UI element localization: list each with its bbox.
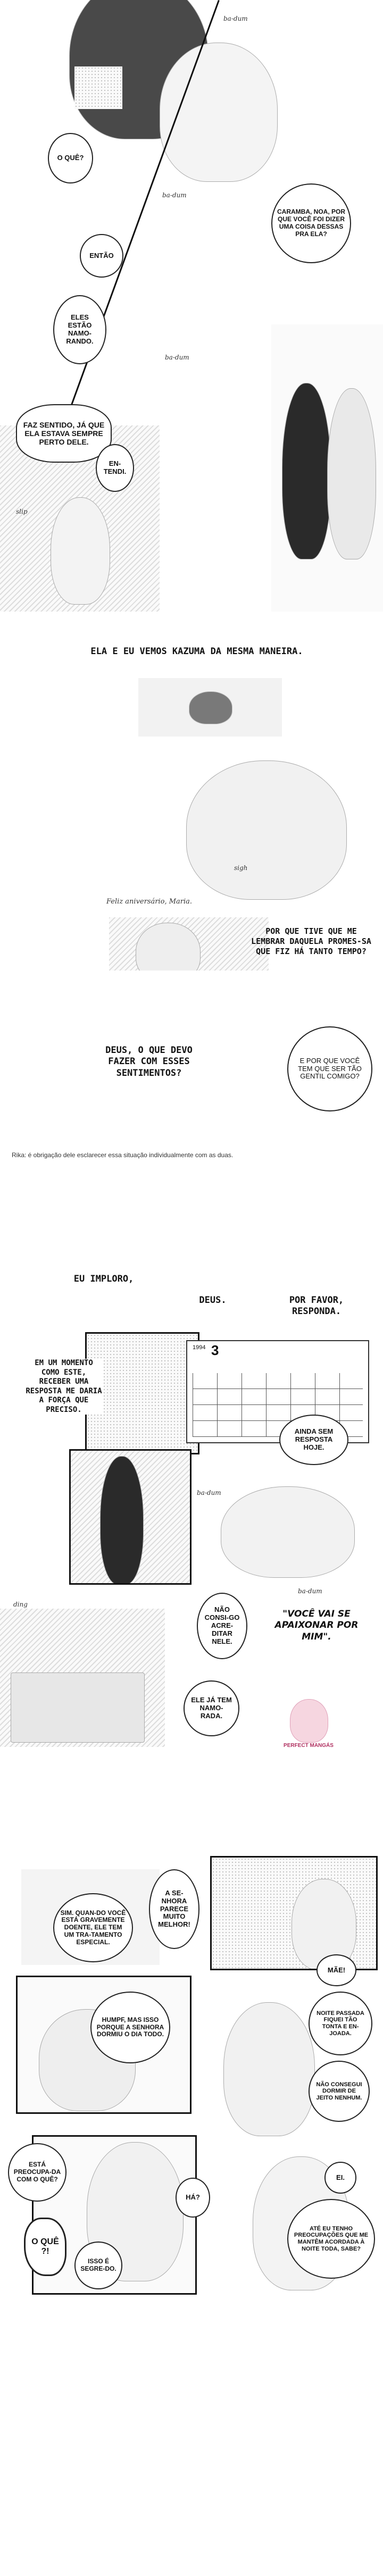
girl-profile [186,760,347,900]
manga-page-4: SIM. QUAN-DO VOCÊ ESTÁ GRAVEMENTE DOENTE… [0,1848,383,2576]
panel-mailbox [85,1332,199,1454]
sfx-badum-1: ba-dum [223,15,248,22]
speech-bubble-faz-sentido: FAZ SENTIDO, JÁ QUE ELA ESTAVA SEMPRE PE… [16,404,112,463]
speech-bubble-mae: MÃE! [317,1954,356,1986]
panel-house [0,1609,165,1747]
panel-sparkle [74,66,122,109]
speech-bubble-ainda-sem-resposta: AINDA SEM RESPOSTA HOJE. [279,1415,348,1465]
mother-figure [223,2002,315,2136]
panel-window-scene [210,1856,378,1970]
speech-bubble-nao-consigo: NÃO CONSI-GO ACRE-DITAR NELE. [197,1593,247,1659]
girl-head [136,923,201,971]
speech-bubble-o-que: O QUÊ ?! [24,2218,66,2276]
speech-bubble-esta-preocupada: ESTÁ PREOCUPA-DA COM O QUÊ? [8,2143,66,2202]
speech-bubble-eles-namorando: ELES ESTÃO NAMO-RANDO. [53,295,106,364]
sfx-badum-3: ba-dum [165,354,189,361]
translator-note: Rika: é obrigação dele esclarecer essa s… [12,1151,234,1159]
sfx-slip: slip [16,508,28,515]
panel-closeup-face [32,0,372,372]
panel-boy-standing [69,1449,192,1585]
watermark-text: PERFECT MANGÁS [284,1743,334,1749]
panel-girl-looking-down [109,917,269,971]
manga-page-1: ba-dum ba-dum ba-dum O QUÊ? ENTÃO ELES E… [0,0,383,612]
girl-at-window [292,1879,356,1969]
caption-voce-vai-se-apaixonar: "VOCÊ VAI SE APAIXONAR POR MIM". [274,1609,359,1642]
girl-dark-hair [282,383,331,559]
caption-deus: DEUS. [199,1295,227,1306]
girl-light-hair [327,388,376,559]
panel-mother [202,1981,378,2140]
sfx-sigh: sigh [234,864,248,872]
sign-feliz-aniversario: Feliz aniversário, Maria. [106,898,193,906]
caption-em-um-momento: EM UM MOMENTO COMO ESTE, RECEBER UMA RES… [24,1359,104,1415]
panel-girl-sigh [122,739,383,923]
manga-page-2: ELA E EU VEMOS KAZUMA DA MESMA MANEIRA. … [0,628,383,1205]
manga-page-3: EU IMPLORO, DEUS. POR FAVOR, RESPONDA. E… [0,1220,383,1832]
house-building [11,1672,145,1743]
speech-bubble-ha: HÁ? [176,2178,210,2218]
speech-bubble-caramba: CARAMBA, NOA, POR QUE VOCÊ FOI DIZER UMA… [271,183,351,263]
sfx-badum-2: ba-dum [298,1587,322,1595]
caption-eu-imploro: EU IMPLORO, [73,1274,134,1284]
panel-two-girls [271,324,383,612]
speech-bubble-entao: ENTÃO [80,234,123,278]
watermark-logo [290,1699,328,1743]
character-face [160,43,278,182]
sfx-ding: ding [13,1601,28,1608]
speech-bubble-e-por-que: E POR QUE VOCÊ TEM QUE SER TÃO GENTIL CO… [287,1026,372,1111]
speech-bubble-nao-consegui: NÃO CONSEGUI DORMIR DE JEITO NENHUM. [309,2061,370,2122]
page-gap-1 [0,612,383,628]
speech-bubble-a-senhora: A SE-NHORA PARECE MUITO MELHOR! [149,1869,199,1949]
speech-bubble-humpf: HUMPF, MAS ISSO PORQUE A SENHORA DORMIU … [90,1992,170,2063]
caption-ela-e-eu: ELA E EU VEMOS KAZUMA DA MESMA MANEIRA. [90,646,303,657]
boy-figure [100,1456,144,1583]
sfx-badum-1: ba-dum [197,1489,221,1496]
sfx-badum-2: ba-dum [162,191,187,199]
caption-por-que-tive: POR QUE TIVE QUE ME LEMBRAR DAQUELA PROM… [251,926,371,956]
speech-bubble-isso-e-segredo: ISSO É SEGRE-DO. [74,2242,122,2289]
speech-bubble-ele-ja-tem: ELE JÁ TEM NAMO-RADA. [184,1680,239,1736]
speech-bubble-oque: O QUÊ? [48,133,93,183]
girl-face [221,1486,355,1578]
page-gap-3 [0,1832,383,1848]
speech-bubble-ei: EI. [324,2162,356,2194]
panel-flower-scene [138,678,282,737]
page-gap-2 [0,1205,383,1220]
speech-bubble-ate-eu: ATÉ EU TENHO PREOCUPAÇÕES QUE ME MANTÊM … [287,2199,375,2279]
blonde-girl [51,497,110,605]
caption-por-favor: POR FAVOR, RESPONDA. [289,1295,344,1317]
speech-bubble-entendi: EN-TENDI. [96,444,134,492]
speech-bubble-noite-passada: NOITE PASSADA FIQUEI TÃO TONTA E EN-JOAD… [309,1992,372,2055]
panel-girl-eyes [194,1476,383,1582]
calendar-year: 1994 [193,1344,206,1351]
flower-bouquet [189,691,232,724]
calendar-month: 3 [211,1342,219,1358]
caption-deus-o-que-devo: DEUS, O QUE DEVO FAZER COM ESSES SENTIME… [105,1045,193,1078]
speech-bubble-sim-quando: SIM. QUAN-DO VOCÊ ESTÁ GRAVEMENTE DOENTE… [53,1893,133,1962]
